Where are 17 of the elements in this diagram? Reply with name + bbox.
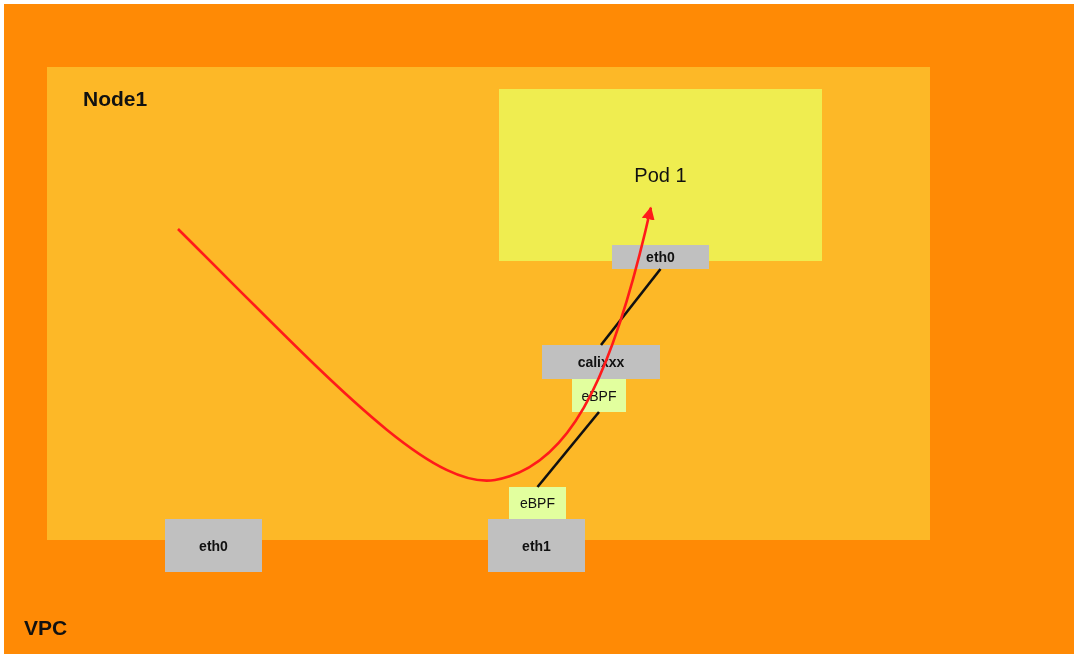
host-node-box: [47, 67, 930, 540]
pod-box: [499, 89, 822, 261]
interface-label: eth0: [199, 537, 228, 554]
interface-box: [165, 519, 262, 572]
link-line: [599, 268, 662, 346]
interface-box: [612, 245, 709, 269]
vpc-region: [4, 4, 1074, 654]
interface-label: eBPF: [520, 495, 555, 511]
region-label: Node1: [83, 87, 148, 111]
link-line: [536, 411, 600, 488]
flow-arrow: [177, 206, 655, 482]
interface-label: eth1: [522, 537, 551, 554]
region-label: VPC: [24, 616, 68, 640]
ebpf-box: [509, 487, 566, 519]
interface-label: Pod 1: [634, 163, 687, 187]
interface-box: [488, 519, 585, 572]
interface-label: eth0: [646, 249, 675, 265]
